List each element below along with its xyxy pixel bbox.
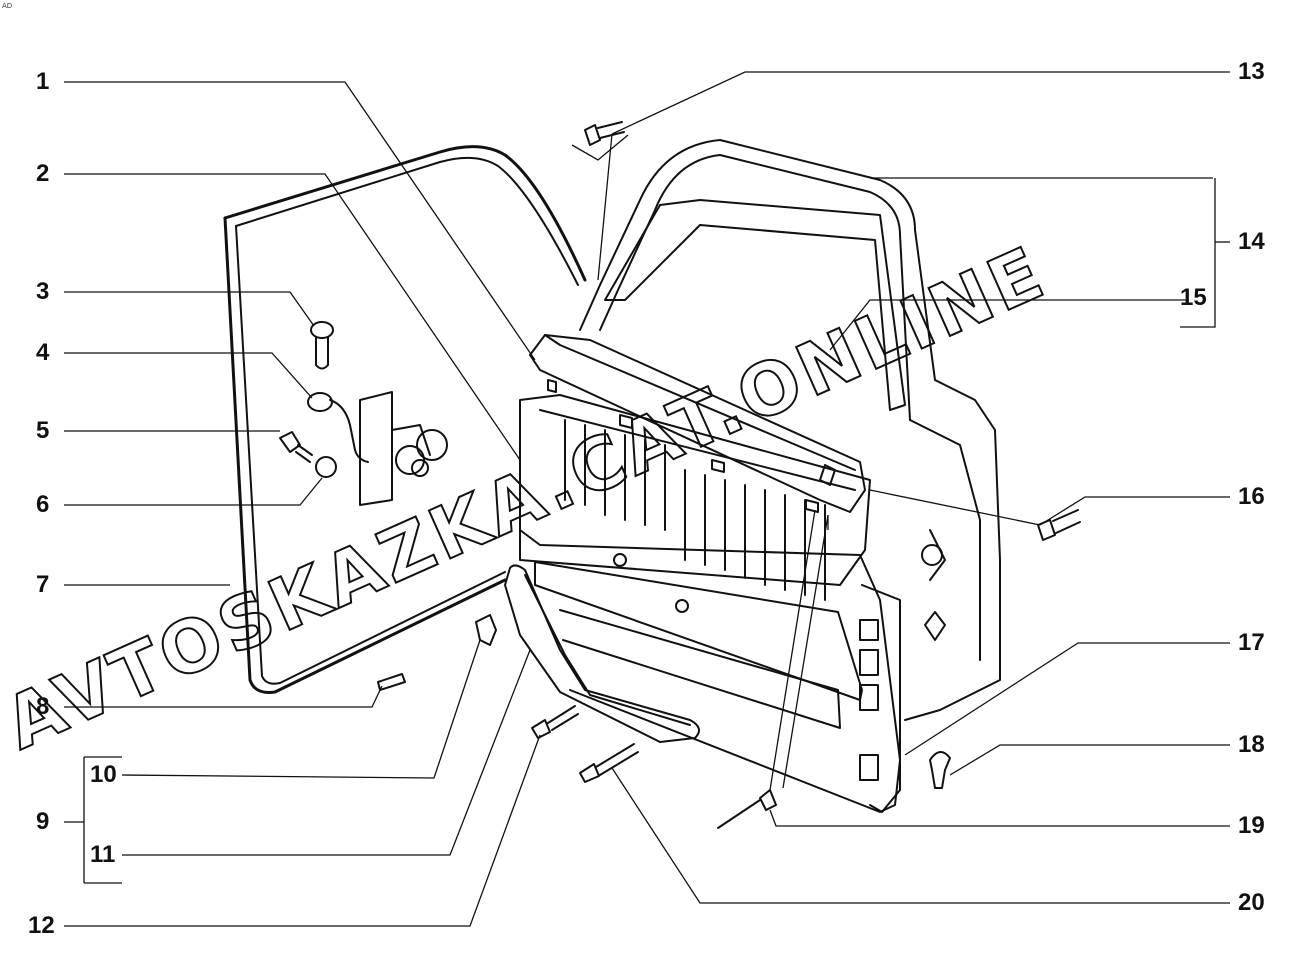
callout-5: 5 <box>36 417 50 444</box>
callout-14: 14 <box>1238 228 1265 255</box>
callout-12: 12 <box>28 912 55 939</box>
corner-mark: AD <box>2 2 13 10</box>
callout-20: 20 <box>1238 889 1265 916</box>
screw-12 <box>531 705 579 739</box>
callout-18: 18 <box>1238 731 1265 758</box>
callout-8: 8 <box>36 693 50 720</box>
pin-3 <box>310 321 334 370</box>
lock-rod-4 <box>307 391 448 506</box>
clip-18 <box>929 751 951 789</box>
clip-8 <box>377 673 406 691</box>
armrest-11 <box>504 564 700 743</box>
inner-panel <box>519 394 871 601</box>
callout-10: 10 <box>90 761 117 788</box>
pin-19 <box>717 789 777 829</box>
nut-6 <box>315 456 337 478</box>
screw-20 <box>579 743 639 783</box>
callout-1: 1 <box>36 68 50 95</box>
callout-9: 9 <box>36 808 50 835</box>
callout-3: 3 <box>36 278 50 305</box>
screw-5 <box>279 431 313 463</box>
upper-trim-strip <box>529 334 866 513</box>
callout-15: 15 <box>1180 284 1207 311</box>
callout-19: 19 <box>1238 812 1265 839</box>
callout-6: 6 <box>36 491 50 518</box>
callout-13: 13 <box>1238 58 1265 85</box>
callout-17: 17 <box>1238 629 1265 656</box>
callout-16: 16 <box>1238 483 1265 510</box>
screw-16 <box>1037 509 1081 541</box>
callout-4: 4 <box>36 339 50 366</box>
callout-7: 7 <box>36 571 50 598</box>
screw-13 <box>584 121 625 146</box>
leader-lines <box>64 71 1230 927</box>
callout-2: 2 <box>36 160 50 187</box>
button-10 <box>475 614 497 646</box>
trim-panel <box>519 529 901 813</box>
door-shell <box>579 139 1001 813</box>
window-seal-7 <box>223 145 587 694</box>
callout-11: 11 <box>90 841 116 868</box>
